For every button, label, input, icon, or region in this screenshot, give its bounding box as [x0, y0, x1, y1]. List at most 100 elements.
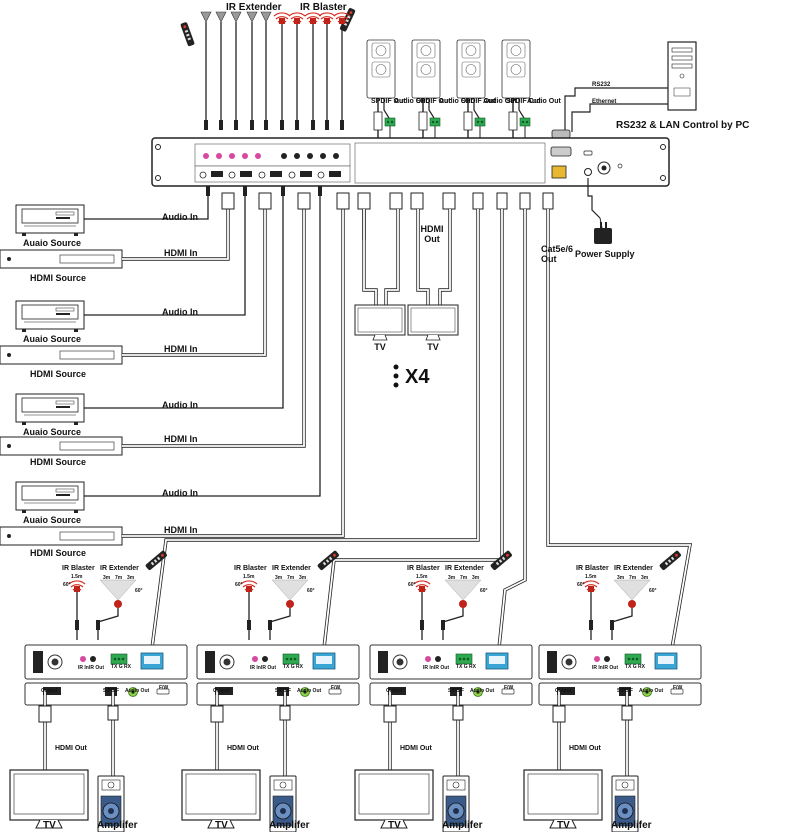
hdmi-source-device-3: [0, 436, 123, 456]
hdmi-source-name-1: HDMI Source: [29, 273, 87, 283]
ir-blaster-emitter-1: [273, 12, 291, 130]
rx-ext-range-a-1: 3m: [103, 575, 111, 581]
audio-in-cable-1: [84, 196, 209, 220]
local-hdmi-cable-2: [385, 209, 399, 305]
rx-hdmi-out-label-3: HDMI Out: [400, 745, 432, 752]
rx-port-output-4: Output: [555, 688, 572, 694]
rx-port-ir-out-4: IR Out: [603, 665, 618, 671]
rx-port-txrx-4: TX G RX: [625, 664, 646, 670]
audio-source-name-1: Auaio Source: [22, 238, 82, 248]
rx-extender-angle-label-2: 60°: [307, 588, 315, 594]
rx-ext-range-b-1: 7m: [115, 575, 123, 581]
rx-ir-blaster-label-1: IR Blaster: [62, 565, 95, 572]
audio-in-cable-3: [84, 196, 284, 409]
spdif-out-label-3: SPDIF Out: [461, 98, 496, 105]
ir-extender-eye-4: [246, 11, 258, 130]
rx-port-ir-out-3: IR Out: [434, 665, 449, 671]
audio-source-device-1: [15, 204, 85, 237]
hdmi-in-label-3: HDMI In: [164, 434, 198, 444]
local-tv-1: [354, 304, 406, 341]
cat-out-label: Cat5e/6 Out: [541, 244, 574, 264]
rx-ext-range-b-4: 7m: [629, 575, 637, 581]
rx-port-spdif-1: S/PDIF: [103, 688, 120, 694]
ir-blaster-header-label: IR Blaster: [300, 2, 347, 13]
local-tv-2: [407, 304, 459, 341]
hdmi-in-cable-2: [122, 208, 266, 356]
audio-in-cable-4: [84, 196, 321, 497]
rs232-label: RS232: [592, 82, 611, 88]
audio-source-name-3: Auaio Source: [22, 427, 82, 437]
receiver-2: [181, 549, 360, 832]
ir-blaster-emitter-4: [318, 12, 336, 130]
rx-port-ir-in-4: IR In: [592, 665, 603, 671]
hdmi-source-name-4: HDMI Source: [29, 548, 87, 558]
ethernet-label: Ethernet: [592, 99, 617, 105]
rx-ir-blaster-label-4: IR Blaster: [576, 565, 609, 572]
receiver-1: [9, 549, 188, 832]
cat-cable-1: [151, 209, 479, 649]
spdif-module-3: [456, 39, 486, 99]
audio-phoenix-plug-3: [474, 117, 486, 127]
multiplier-label: X4: [405, 366, 430, 388]
spdif-out-label-2: SPDIF Out: [416, 98, 451, 105]
rx-extender-angle-label-3: 60°: [480, 588, 488, 594]
rx-blaster-angle-label-2: 60°: [235, 582, 243, 588]
rx-tv-label-3: TV: [388, 820, 401, 831]
power-supply-label: Power Supply: [575, 249, 635, 259]
rx-amp-label-4: Amplifer: [611, 820, 652, 831]
rx-amp-label-1: Amplifer: [97, 820, 138, 831]
rx-ir-range-label-3: 1.5m: [416, 574, 428, 580]
rx-tv-label-1: TV: [43, 820, 56, 831]
ir-extender-header-label: IR Extender: [226, 2, 282, 13]
audio-in-label-3: Audio In: [162, 400, 198, 410]
hdmi-in-label-4: HDMI In: [164, 525, 198, 535]
rx-ext-range-b-3: 7m: [460, 575, 468, 581]
receiver-box-3: [369, 644, 533, 706]
rx-ext-range-a-3: 3m: [448, 575, 456, 581]
rx-port-spdif-3: S/PDIF: [448, 688, 465, 694]
rx-ir-extender-label-1: IR Extender: [100, 565, 139, 572]
audio-source-device-3: [15, 393, 85, 426]
rx-ir-range-label-4: 1.5m: [585, 574, 597, 580]
hdmi-in-cable-3: [122, 208, 305, 447]
audio-out-label-1: Audio Out: [394, 98, 428, 105]
rx-ext-range-a-2: 3m: [275, 575, 283, 581]
audio-phoenix-plug-4: [519, 117, 531, 127]
rx-blaster-angle-label-4: 60°: [577, 582, 585, 588]
receiver-remote-icon-4: [658, 549, 682, 571]
pc-tower: [667, 41, 697, 111]
rx-port-ir-in-3: IR In: [423, 665, 434, 671]
x4-dots: [393, 364, 399, 388]
rx-ir-range-label-1: 1.5m: [71, 574, 83, 580]
hdmi-source-device-1: [0, 249, 123, 269]
rx-port-output-1: Output: [41, 688, 58, 694]
ir-extender-eye-1: [200, 11, 212, 130]
ir-remote-icon-left: [180, 21, 195, 47]
rx-ext-range-b-2: 7m: [287, 575, 295, 581]
rx-port-fw-4: F/W: [673, 685, 683, 691]
hdmi-source-name-3: HDMI Source: [29, 457, 87, 467]
hdmi-source-name-2: HDMI Source: [29, 369, 87, 379]
hdmi-source-device-2: [0, 345, 123, 365]
rx-hdmi-out-label-2: HDMI Out: [227, 745, 259, 752]
audio-in-label-1: Audio In: [162, 212, 198, 222]
ethernet-cable: [571, 103, 668, 132]
rx-port-ir-in-2: IR In: [250, 665, 261, 671]
ir-extender-eye-3: [230, 11, 242, 130]
cat-cable-2: [323, 209, 503, 649]
rx-ir-range-label-2: 1.5m: [243, 574, 255, 580]
cat-cable-3: [498, 209, 526, 649]
rx-hdmi-out-label-4: HDMI Out: [569, 745, 601, 752]
rx-port-ir-in-1: IR In: [78, 665, 89, 671]
rx-amp-label-2: Amplifer: [269, 820, 310, 831]
local-hdmi-cable-1: [363, 209, 377, 305]
ir-extender-eye-5: [260, 11, 272, 130]
matrix-switch: [151, 137, 670, 187]
ir-blaster-emitter-5: [333, 12, 351, 130]
rx-extender-angle-label-1: 60°: [135, 588, 143, 594]
rx-extender-angle-label-4: 60°: [649, 588, 657, 594]
rx-ir-extender-label-2: IR Extender: [272, 565, 311, 572]
audio-in-label-4: Audio In: [162, 488, 198, 498]
rs232-cable: [564, 87, 668, 132]
